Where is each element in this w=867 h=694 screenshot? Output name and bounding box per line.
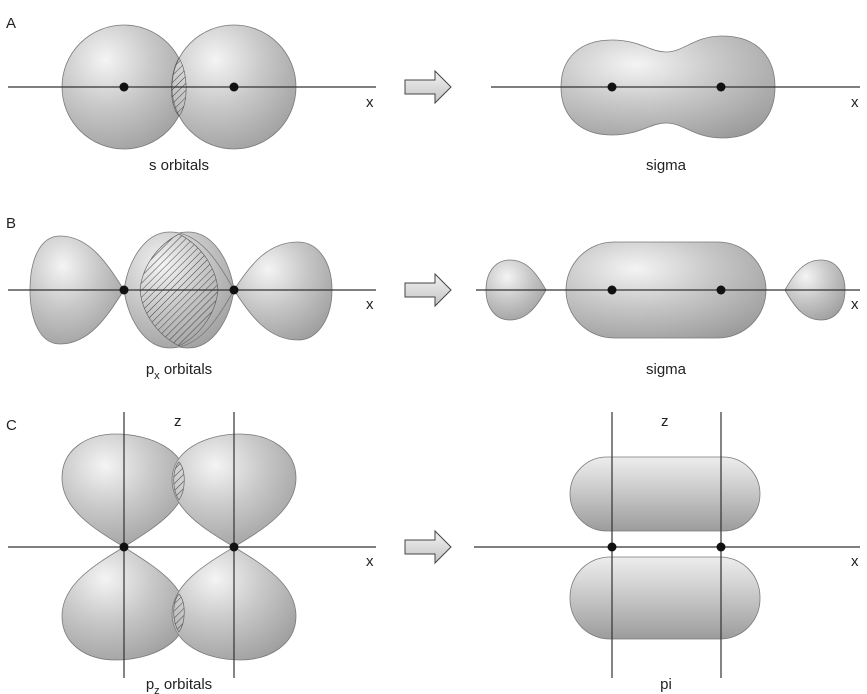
overlap-region xyxy=(173,593,185,633)
sigma-bond-group: x sigma xyxy=(491,35,860,174)
px-lobe xyxy=(233,241,333,341)
z-axis-label: z xyxy=(174,413,182,430)
right-arrow-icon xyxy=(404,529,452,565)
x-axis-label: x xyxy=(851,94,859,111)
right-arrow-icon xyxy=(404,69,452,105)
caption-s-orbitals: s orbitals xyxy=(149,157,209,174)
x-axis-label: x xyxy=(851,296,859,313)
overlap-region xyxy=(173,461,185,501)
nucleus-dot xyxy=(716,82,726,92)
nucleus-dot xyxy=(716,542,726,552)
pi-lobe-upper xyxy=(569,456,761,532)
nucleus-dot xyxy=(229,285,239,295)
px-orbitals-group: x px orbitals xyxy=(8,231,376,382)
panel-letter-c: C xyxy=(6,417,17,434)
panel-c: C z x pz orbitals xyxy=(6,412,860,694)
s-orbitals-group: x s orbitals xyxy=(8,24,376,174)
pz-orbitals-group: z x pz orbitals xyxy=(8,412,376,694)
nucleus-dot xyxy=(229,542,239,552)
nucleus-dot xyxy=(607,285,617,295)
z-axis-label: z xyxy=(661,413,669,430)
nucleus-dot xyxy=(119,82,129,92)
x-axis-label: x xyxy=(851,553,859,570)
pi-bond-group: z x pi xyxy=(474,412,860,693)
sigma-p-bond-group: x sigma xyxy=(476,241,860,378)
panel-letter-b: B xyxy=(6,215,16,232)
nucleus-dot xyxy=(119,285,129,295)
nucleus-dot xyxy=(607,82,617,92)
caption-sigma: sigma xyxy=(646,157,687,174)
x-axis-label: x xyxy=(366,553,374,570)
nucleus-dot xyxy=(607,542,617,552)
panel-b: B x px orbitals xyxy=(6,215,860,382)
x-axis-label: x xyxy=(366,296,374,313)
pi-lobe-lower xyxy=(569,556,761,640)
caption-px-orbitals: px orbitals xyxy=(146,361,212,382)
nucleus-dot xyxy=(119,542,129,552)
caption-pi: pi xyxy=(660,676,672,693)
nucleus-dot xyxy=(229,82,239,92)
caption-pz-orbitals: pz orbitals xyxy=(146,676,212,694)
panel-letter-a: A xyxy=(6,15,16,32)
right-arrow-icon xyxy=(404,272,452,308)
panel-a: A x s orbitals x sigma xyxy=(6,15,860,174)
caption-sigma: sigma xyxy=(646,361,687,378)
nucleus-dot xyxy=(716,285,726,295)
x-axis-label: x xyxy=(366,94,374,111)
